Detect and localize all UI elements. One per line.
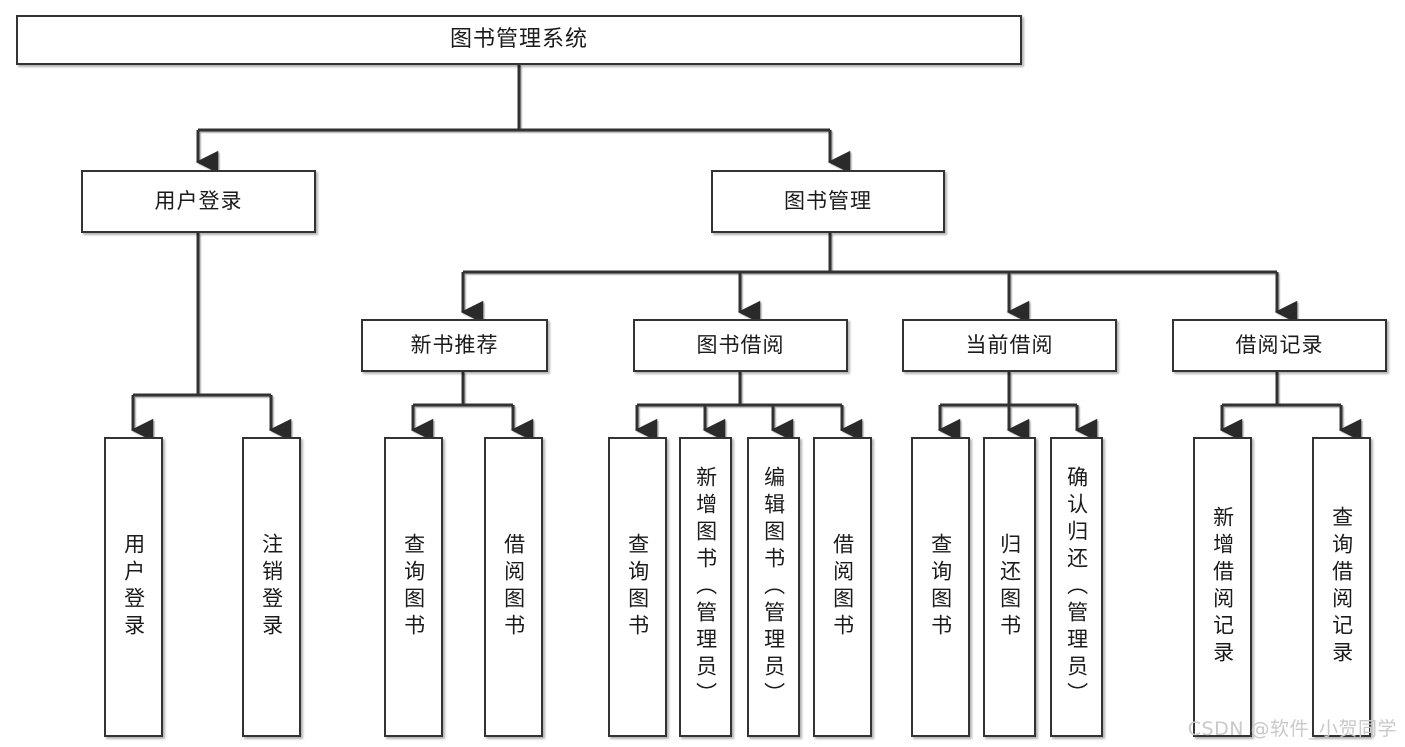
leaf-add-borrow-record[interactable]: 新增借阅记录 (1193, 437, 1252, 737)
leaf-borrow-book-recommend[interactable]: 借阅图书 (484, 437, 543, 737)
leaf-edit-book-admin-label: 编辑图书（管理员） (761, 465, 786, 709)
node-user-login-label: 用户登录 (154, 188, 243, 213)
node-book-management-label: 图书管理 (784, 188, 872, 213)
leaf-query-book-recommend-label: 查询图书 (401, 533, 426, 641)
leaf-add-book-admin-label: 新增图书（管理员） (693, 465, 718, 709)
node-new-book-recommend[interactable]: 新书推荐 (361, 319, 548, 372)
node-book-borrow[interactable]: 图书借阅 (633, 319, 848, 372)
node-book-borrow-label: 图书借阅 (696, 332, 785, 357)
node-current-borrow[interactable]: 当前借阅 (902, 319, 1117, 372)
node-user-login[interactable]: 用户登录 (81, 170, 316, 233)
node-borrow-record[interactable]: 借阅记录 (1172, 319, 1387, 372)
leaf-add-book-admin[interactable]: 新增图书（管理员） (679, 437, 732, 737)
csdn-watermark: CSDN @软件_小贺同学 (1187, 718, 1397, 740)
leaf-edit-book-admin[interactable]: 编辑图书（管理员） (747, 437, 800, 737)
leaf-return-book-label: 归还图书 (997, 533, 1022, 641)
leaf-user-login[interactable]: 用户登录 (104, 437, 163, 737)
leaf-query-borrow-record-label: 查询借阅记录 (1329, 506, 1354, 668)
leaf-borrow-book-recommend-label: 借阅图书 (501, 533, 526, 641)
node-root-label: 图书管理系统 (449, 26, 588, 52)
leaf-add-borrow-record-label: 新增借阅记录 (1210, 506, 1235, 668)
leaf-user-logout[interactable]: 注销登录 (242, 437, 301, 737)
node-current-borrow-label: 当前借阅 (965, 332, 1054, 357)
leaf-return-book[interactable]: 归还图书 (983, 437, 1036, 737)
leaf-query-borrow-record[interactable]: 查询借阅记录 (1312, 437, 1371, 737)
node-root[interactable]: 图书管理系统 (16, 15, 1022, 65)
leaf-query-book-recommend[interactable]: 查询图书 (384, 437, 443, 737)
leaf-user-login-label: 用户登录 (121, 533, 146, 641)
leaf-query-book-borrow[interactable]: 查询图书 (608, 437, 667, 737)
leaf-query-book-current[interactable]: 查询图书 (911, 437, 970, 737)
node-borrow-record-label: 借阅记录 (1235, 332, 1324, 357)
leaf-borrow-book-label: 借阅图书 (830, 533, 855, 641)
leaf-query-book-borrow-label: 查询图书 (625, 533, 650, 641)
leaf-user-logout-label: 注销登录 (259, 533, 284, 641)
node-book-management[interactable]: 图书管理 (711, 170, 945, 233)
leaf-borrow-book[interactable]: 借阅图书 (813, 437, 872, 737)
leaf-confirm-return-admin-label: 确认归还（管理员） (1064, 465, 1089, 709)
leaf-query-book-current-label: 查询图书 (928, 533, 953, 641)
node-new-book-recommend-label: 新书推荐 (410, 332, 499, 357)
leaf-confirm-return-admin[interactable]: 确认归还（管理员） (1050, 437, 1103, 737)
